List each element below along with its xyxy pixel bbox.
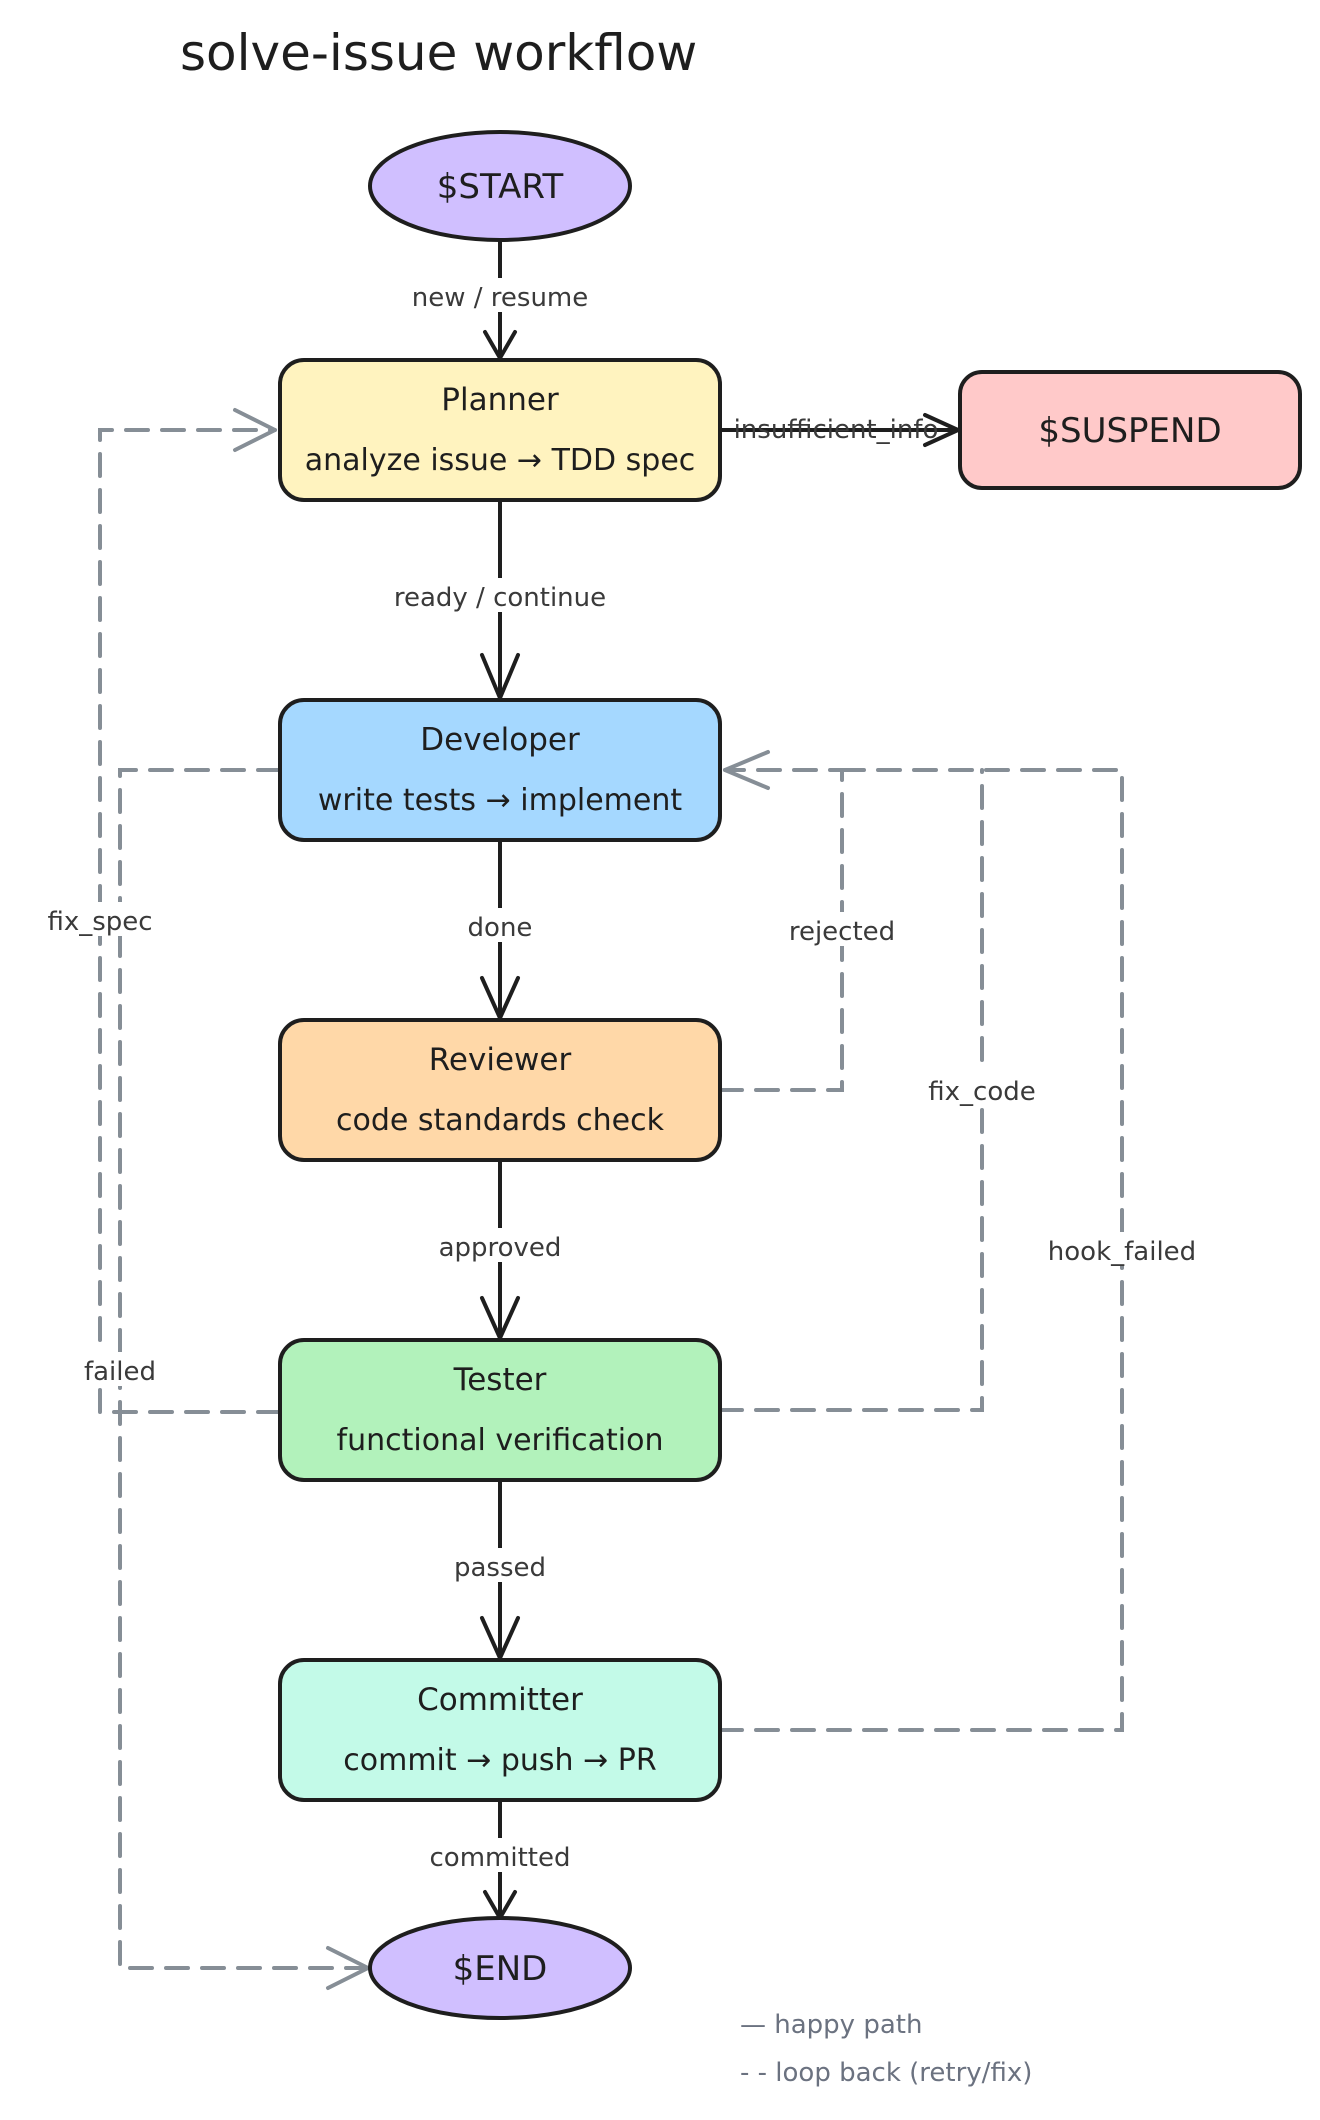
node-tester: Tester functional verification [278,1338,722,1482]
reviewer-subtitle: code standards check [336,1103,665,1138]
node-end: $END [368,1916,632,2020]
label-bg-fix-code [914,1072,1050,1106]
edge-label-failed: failed [84,1357,156,1387]
node-planner: Planner analyze issue → TDD spec [278,358,722,502]
arrowhead-developer-loops [723,750,770,790]
edge-label-ready-continue: ready / continue [394,583,606,613]
diagram-title: solve-issue workflow [180,24,697,82]
planner-subtitle: analyze issue → TDD spec [305,443,696,478]
tester-subtitle: functional verification [337,1423,664,1458]
edge-label-passed: passed [454,1553,546,1583]
label-bg-failed [76,1352,164,1386]
suspend-box [958,370,1302,490]
planner-title: Planner [441,382,559,418]
edge-label-approved: approved [439,1233,562,1263]
node-suspend: $SUSPEND [958,370,1302,490]
label-bg-passed [444,1548,556,1582]
reviewer-title: Reviewer [429,1042,572,1078]
edge-label-insufficient-info: insufficient_info [734,415,939,445]
label-bg-approved [436,1228,564,1262]
node-committer: Committer commit → push → PR [278,1658,722,1802]
arrowhead-fix-spec [233,408,277,452]
edge-label-committed: committed [430,1843,571,1873]
start-label: $START [437,167,564,207]
label-bg-hook-failed [1040,1232,1204,1266]
edge-label-hook-failed: hook_failed [1048,1237,1196,1267]
legend-solid: — happy path [740,2010,922,2040]
edge-label-done: done [468,913,533,943]
label-bg-new-resume [404,278,596,312]
reviewer-box [278,1018,722,1162]
label-bg-rejected [780,912,904,946]
edge-label-fix-code: fix_code [928,1077,1035,1107]
node-developer: Developer write tests → implement [278,698,722,842]
legend: — happy path - - loop back (retry/fix) [740,2010,1032,2088]
suspend-label: $SUSPEND [1038,411,1221,451]
tester-title: Tester [453,1362,547,1398]
label-bg-fix-spec [40,902,164,936]
start-ellipse [368,130,632,242]
committer-title: Committer [417,1682,583,1718]
label-bg-ready-continue [382,578,618,612]
developer-box [278,698,722,842]
planner-box [278,358,722,502]
end-label: $END [453,1949,548,1989]
committer-box [278,1658,722,1802]
edge-label-fix-spec: fix_spec [47,907,152,937]
edge-label-rejected: rejected [789,917,895,947]
label-bg-done [460,908,540,942]
edge-fix-code [718,768,984,1412]
developer-title: Developer [420,722,580,758]
developer-subtitle: write tests → implement [318,783,683,818]
edge-label-new-resume: new / resume [412,283,589,313]
legend-dashed: - - loop back (retry/fix) [740,2058,1032,2088]
label-bg-committed [430,1838,570,1872]
node-start: $START [368,130,632,242]
end-ellipse [368,1916,632,2020]
tester-box [278,1338,722,1482]
node-reviewer: Reviewer code standards check [278,1018,722,1162]
committer-subtitle: commit → push → PR [343,1743,656,1778]
